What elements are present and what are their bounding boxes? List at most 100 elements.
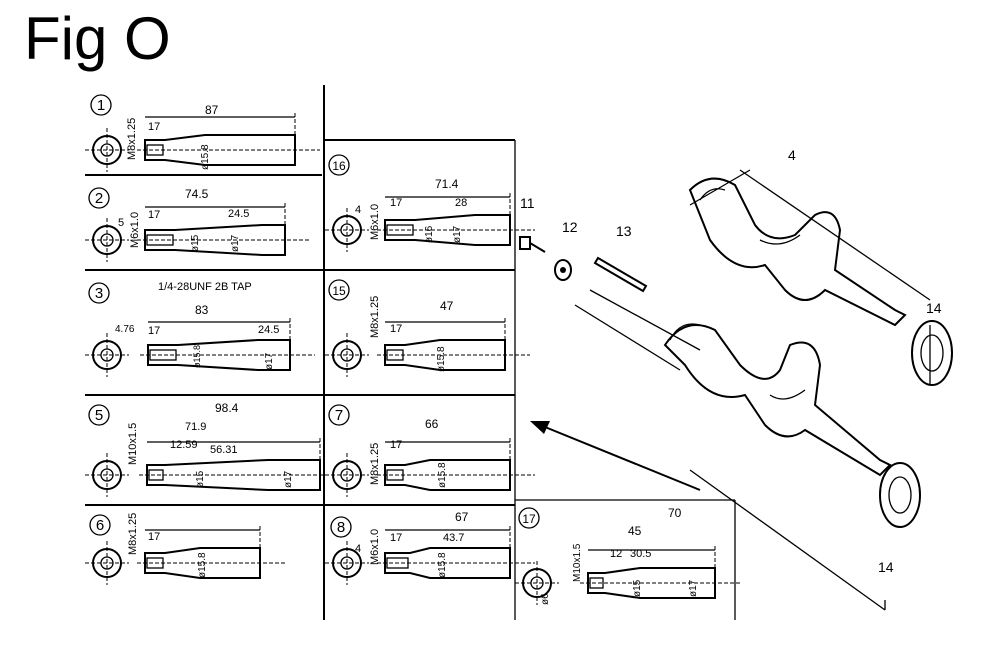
dim-d2: 30.5 (630, 548, 651, 560)
part-label-14-top: 14 (926, 300, 942, 316)
dim-d1: 17 (390, 532, 402, 544)
dim-side: 4 (355, 204, 361, 216)
shaft-panel-3: 3 1/4-28UNF 2B TAP 83 17 24.5 4.76 ø15.8 ø17 (85, 281, 315, 377)
dim-d1: 17 (390, 323, 402, 335)
dim-side: ø6 (540, 593, 551, 605)
dim-thread: M6x1.0 (369, 204, 381, 240)
dim-d2: 43.7 (443, 532, 464, 544)
dim-dia: ø15.8 (436, 346, 447, 372)
dim-num: 6 (96, 517, 104, 534)
dim-dia2: ø17 (283, 470, 294, 488)
dim-len2: 71.9 (185, 421, 206, 433)
part-label-11: 11 (520, 195, 535, 211)
dim-side: 4 (355, 543, 361, 555)
dim-d1: 12.59 (170, 439, 198, 451)
dim-num: 17 (522, 512, 536, 526)
item-number-circle (328, 154, 350, 176)
dim-dia: ø15.8 (197, 552, 208, 578)
dim-dia: ø15.8 (437, 462, 448, 488)
item-number-circle (328, 404, 350, 426)
dim-d1: 17 (148, 531, 160, 543)
washer-icon (554, 259, 572, 281)
dim-dia2: ø17 (452, 225, 463, 243)
dim-d1: 17 (148, 325, 160, 337)
dim-thread: M6x1.0 (129, 212, 141, 248)
part-label-14-bottom: 14 (878, 559, 894, 575)
dim-thread: M6x1.0 (369, 529, 381, 565)
dim-d2: 56.31 (210, 444, 238, 456)
dim-len: 87 (205, 103, 219, 117)
dim-num: 3 (95, 285, 103, 302)
direction-arrow (530, 421, 701, 491)
dim-dia: ø15.8 (192, 345, 202, 368)
dim-side: 4.76 (115, 324, 135, 335)
dim-d2: 24.5 (258, 324, 279, 336)
dim-dia2: ø17 (264, 352, 275, 370)
dim-thread: M8x1.25 (369, 443, 381, 485)
dim-dia: ø15 (190, 234, 201, 252)
part-label-4: 4 (788, 147, 796, 163)
item-number-circle (88, 282, 110, 304)
dim-thread: M10x1.5 (127, 423, 139, 465)
dim-num: 5 (95, 407, 103, 424)
dim-dia: ø15 (632, 579, 643, 597)
item-number-circle (328, 279, 350, 301)
dim-d1: 17 (148, 209, 160, 221)
dim-side: 5 (118, 217, 124, 229)
dim-len: 47 (440, 299, 454, 313)
dim-num: 16 (332, 159, 346, 173)
dim-thread: M8x1.25 (127, 513, 139, 555)
dim-dia: ø15.8 (437, 552, 448, 578)
item-number-circle (90, 94, 112, 116)
item-number-circle (88, 187, 110, 209)
dim-dia: ø15.8 (200, 144, 211, 170)
item-number-circle (518, 507, 540, 529)
figure-title: Fig O (24, 5, 171, 72)
crankshaft-assembly (574, 169, 953, 611)
dim-num: 7 (335, 407, 343, 424)
item-number-circle (330, 516, 352, 538)
item-number-circle (88, 404, 110, 426)
dim-num: 2 (95, 190, 103, 207)
dim-len: 98.4 (215, 401, 239, 415)
dim-len2: 45 (628, 524, 642, 538)
dim-thread: M8x1.25 (126, 118, 138, 160)
part-labels: 4 11 12 13 14 14 (520, 147, 942, 575)
dim-len: 67 (455, 510, 469, 524)
dim-dia: ø15 (195, 470, 206, 488)
dim-thread: M10x1.5 (572, 543, 583, 582)
dim-d1: 17 (148, 121, 160, 133)
dim-note: 1/4-28UNF 2B TAP (158, 281, 252, 293)
dim-num: 1 (97, 97, 105, 114)
bolt-icon (519, 236, 546, 253)
dim-len: 74.5 (185, 187, 209, 201)
dim-num: 8 (337, 519, 345, 536)
dim-dia2: ø17 (688, 579, 699, 597)
dim-num: 15 (332, 284, 346, 298)
dim-dia: ø16 (424, 225, 435, 243)
dim-d1: 17 (390, 439, 402, 451)
dim-len: 66 (425, 417, 439, 431)
part-label-12: 12 (562, 219, 578, 235)
dim-len: 71.4 (435, 177, 459, 191)
part-label-13: 13 (616, 223, 632, 239)
dim-len: 83 (195, 303, 209, 317)
shaft-panel-6: 6 M8x1.25 17 ø15.8 (85, 513, 285, 585)
dim-d1: 12 (610, 548, 622, 560)
item-number-circle (89, 514, 111, 536)
dim-thread: M8x1.25 (369, 296, 381, 338)
dim-d2: 24.5 (228, 208, 249, 220)
dim-len: 70 (668, 506, 682, 520)
dim-d1: 17 (390, 197, 402, 209)
key-icon (593, 256, 648, 293)
dim-dia2: ø17 (230, 234, 241, 252)
